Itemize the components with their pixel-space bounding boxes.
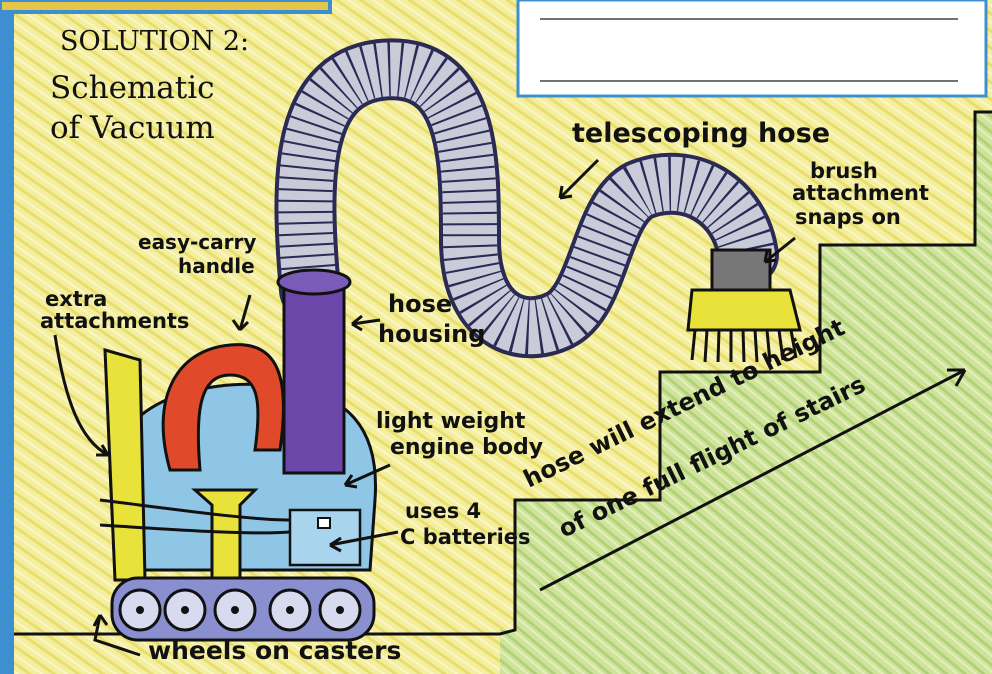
label-brush-3: snaps on bbox=[795, 206, 901, 228]
label-hose-housing-1: hose bbox=[388, 292, 452, 317]
wheels bbox=[120, 590, 360, 630]
top-left-tab bbox=[0, 0, 330, 12]
brush-head bbox=[688, 290, 800, 330]
label-extra-1: extra bbox=[45, 288, 107, 310]
label-wheels: wheels on casters bbox=[148, 638, 401, 664]
label-telescoping-hose: telescoping hose bbox=[572, 120, 830, 148]
battery-latch bbox=[318, 518, 330, 528]
left-border bbox=[0, 0, 14, 674]
label-brush-2: attachment bbox=[792, 182, 929, 204]
label-easy-carry-2: handle bbox=[178, 256, 255, 277]
title-line-2: Schematic bbox=[50, 72, 215, 105]
label-batteries-1: uses 4 bbox=[405, 500, 481, 522]
label-hose-housing-2: housing bbox=[378, 322, 485, 347]
label-extra-2: attachments bbox=[40, 310, 189, 332]
hose-housing-rim bbox=[278, 270, 350, 294]
title-line-1: SOLUTION 2: bbox=[60, 28, 249, 56]
brush-connector bbox=[712, 250, 770, 290]
title-line-3: of Vacuum bbox=[50, 112, 215, 145]
label-batteries-2: C batteries bbox=[400, 526, 531, 548]
label-brush-1: brush bbox=[810, 160, 878, 182]
label-easy-carry-1: easy-carry bbox=[138, 232, 256, 253]
label-light-weight-1: light weight bbox=[376, 410, 525, 433]
label-light-weight-2: engine body bbox=[390, 436, 543, 459]
hose-housing bbox=[284, 278, 344, 473]
